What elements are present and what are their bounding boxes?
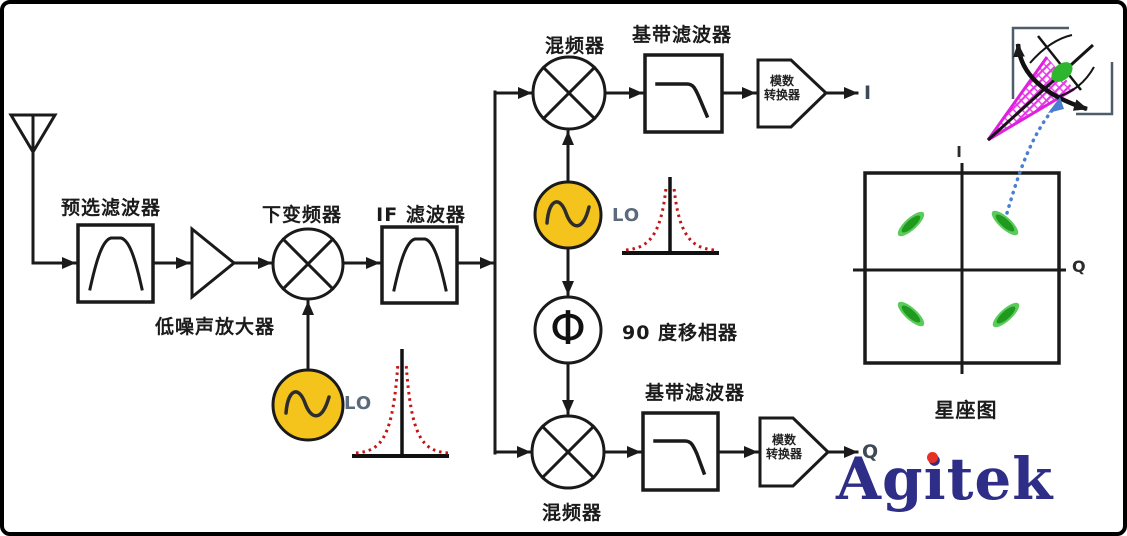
logo-i-red-dot: i — [923, 445, 947, 513]
if-filter-block — [380, 225, 459, 305]
lowpass-curve-icon — [655, 82, 710, 119]
constellation-point-lower-left — [897, 301, 925, 327]
zoom-pointer-dotted-arrow — [1005, 97, 1064, 215]
mixer-bottom-label: 混频器 — [541, 502, 603, 524]
bandpass-curve-icon — [392, 237, 448, 292]
preselect-filter-block — [76, 223, 155, 304]
adc-bottom-text: 模数 转换器 — [765, 433, 802, 461]
baseband-filter-top-block — [643, 53, 724, 134]
agitek-logo: Agitek — [836, 445, 1054, 513]
antenna-icon — [8, 113, 58, 265]
lo-bottom-label: LO — [344, 393, 373, 414]
if-filter-label: IF 滤波器 — [376, 204, 466, 226]
lo-spectrum-bottom-left — [352, 349, 449, 458]
adc-bottom-icon — [758, 416, 831, 488]
i-output-label: I — [864, 82, 873, 104]
preselect-filter-label: 预选滤波器 — [60, 197, 162, 219]
constellation-caption: 星座图 — [934, 398, 998, 422]
constellation-point-lower-right — [992, 302, 1020, 328]
bandpass-curve-icon — [88, 236, 144, 291]
ideal-point-dot — [1051, 62, 1073, 82]
mixer-top-icon — [531, 55, 607, 131]
lna-amplifier-icon — [190, 225, 237, 301]
phase-shifter-label: 90 度移相器 — [622, 322, 739, 344]
constellation-point-upper-right — [991, 210, 1019, 236]
baseband-filter-bottom-block — [641, 411, 720, 492]
lowpass-curve-icon — [653, 439, 707, 476]
lo-oscillator-top-icon — [533, 180, 603, 250]
lo-top-label: LO — [612, 205, 641, 226]
constellation-q-axis-label: Q — [1072, 257, 1086, 276]
lo-spectrum-middle — [622, 177, 719, 255]
adc-top-text: 模数 转换器 — [763, 74, 800, 102]
constellation-point-upper-left — [897, 211, 925, 237]
zoom-frame-corner-bottomright — [1076, 62, 1114, 116]
phase-error-arc — [1012, 43, 1088, 112]
mixer-top-label: 混频器 — [544, 35, 606, 57]
lo-oscillator-bottom-icon — [271, 368, 345, 442]
baseband-filter-bottom-label: 基带滤波器 — [644, 382, 746, 404]
splitter-wire — [493, 87, 533, 458]
phi-symbol: Φ — [549, 300, 587, 355]
downconverter-label: 下变频器 — [261, 204, 343, 226]
adc-top-icon — [756, 58, 829, 129]
mixer-bottom-icon — [530, 414, 606, 490]
constellation-i-axis-label: I — [956, 143, 962, 161]
magnitude-tick-arc-upper — [1029, 34, 1073, 64]
error-vector-zoom-inset — [986, 26, 1114, 215]
constellation-plot — [853, 163, 1066, 374]
downconverter-mixer-icon — [271, 227, 345, 301]
q-output-label: Q — [862, 441, 880, 463]
lna-label: 低噪声放大器 — [154, 316, 276, 338]
measured-vector-line — [986, 43, 1095, 142]
baseband-filter-top-label: 基带滤波器 — [631, 24, 733, 46]
